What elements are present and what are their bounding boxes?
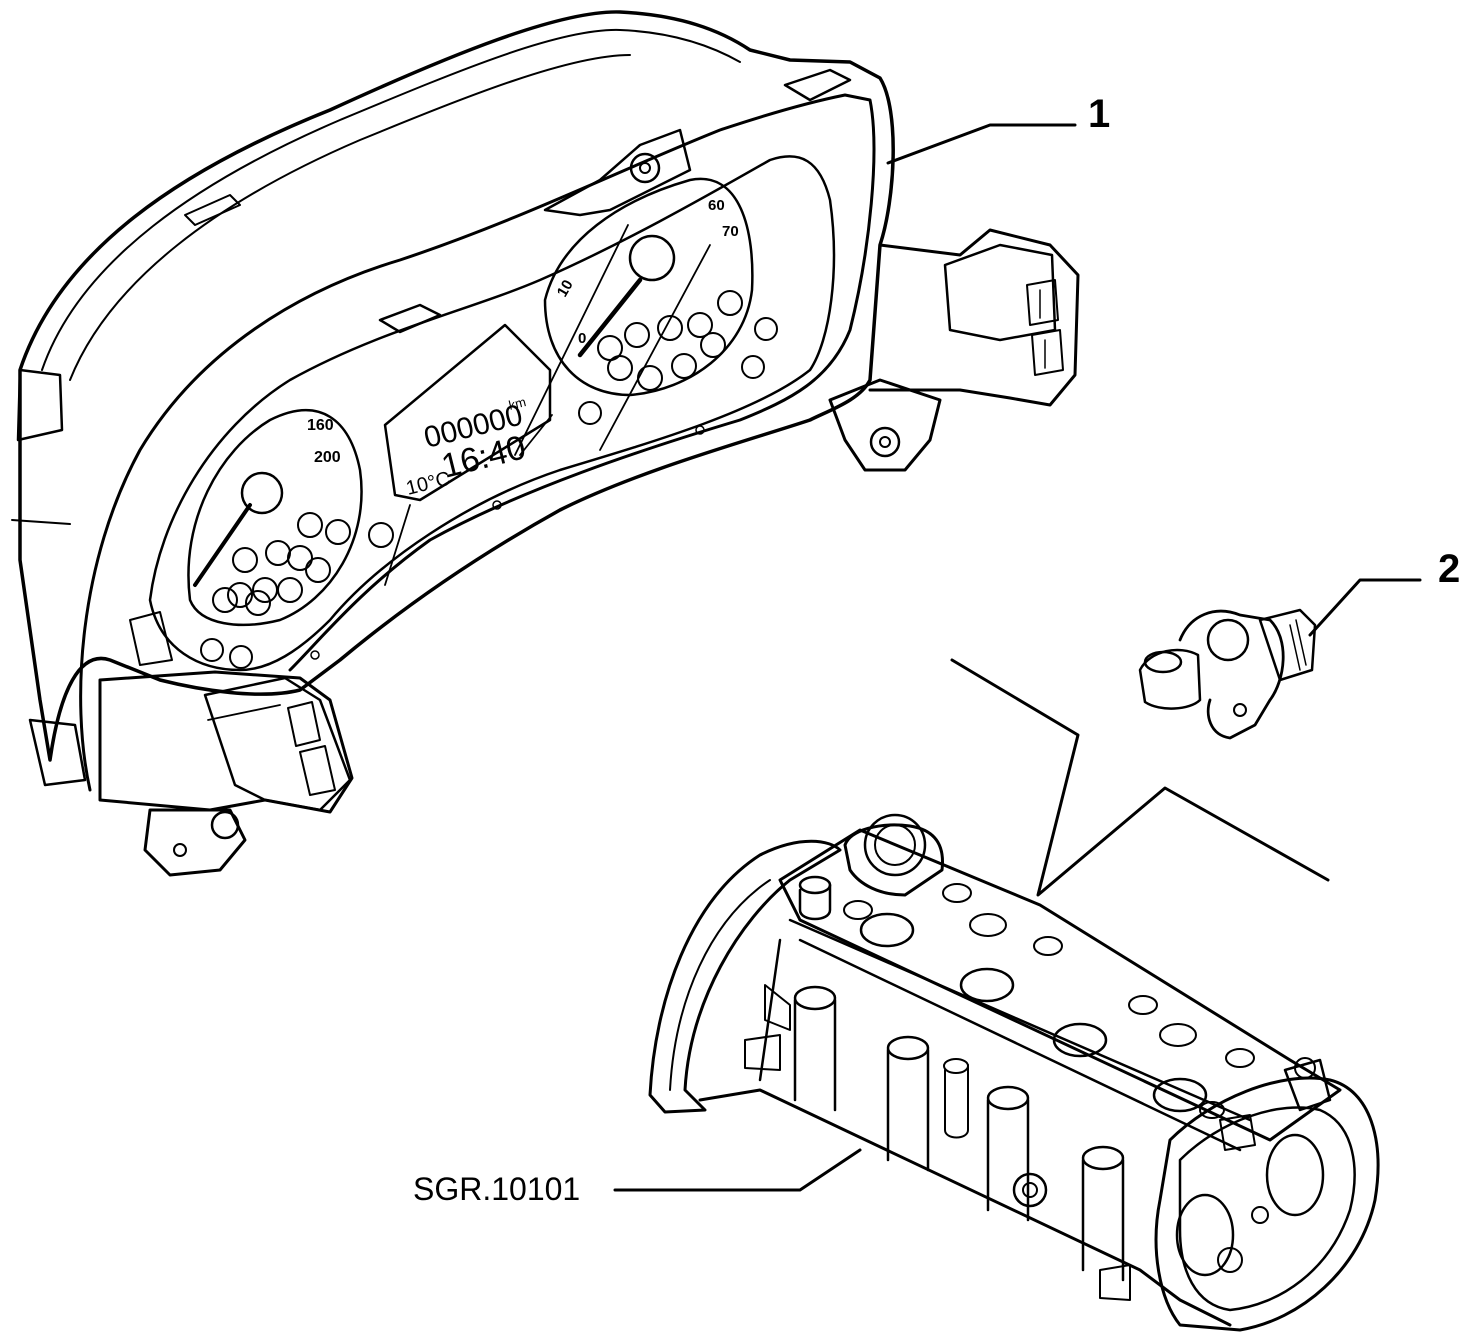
- tacho-tick-60: 60: [708, 197, 725, 214]
- tacho-tick-10: 10: [554, 277, 577, 300]
- leader-line-1: [886, 123, 1077, 165]
- callout-2: 2: [1438, 547, 1461, 591]
- speedometer-dial: 160 200: [187, 409, 363, 669]
- leader-line-sgr: [613, 1148, 862, 1192]
- leader-line-2: [1308, 578, 1422, 637]
- leader-lines: [613, 123, 1422, 1192]
- assembly-bracket: [950, 658, 1330, 897]
- tacho-tick-0: 0: [578, 330, 586, 347]
- callout-1: 1: [1088, 92, 1111, 136]
- cylinder-head-assembly: [648, 813, 1380, 1332]
- tacho-tick-70: 70: [722, 223, 739, 240]
- speedo-tick-160: 160: [307, 417, 334, 434]
- speed-sensor: [1138, 608, 1317, 740]
- reference-code: SGR.10101: [413, 1171, 581, 1207]
- cluster-connector-right: [868, 228, 1080, 407]
- tachometer-dial: 10 0 60 70: [514, 177, 778, 456]
- instrument-cluster: 160 200 000000 km 10°C 16:40: [11, 10, 1080, 877]
- speedo-tick-200: 200: [314, 449, 341, 466]
- odometer-unit: km: [507, 394, 527, 413]
- cluster-connector-left: [98, 670, 354, 814]
